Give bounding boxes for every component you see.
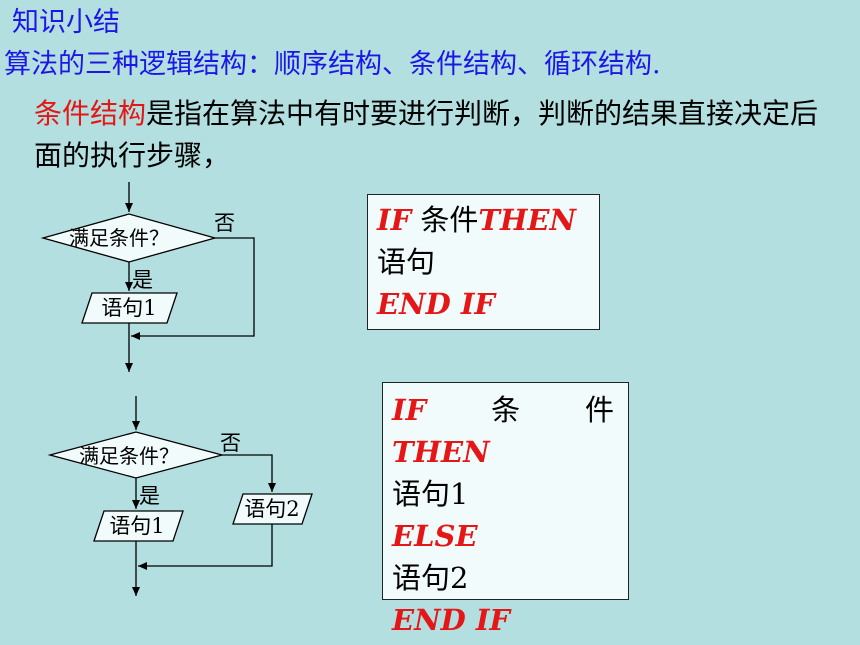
code1-statement: 语句: [377, 245, 436, 279]
code2-else-keyword: ELSE: [392, 519, 478, 553]
flowchart-2: 满足条件？ 否 语句2 是 语句1: [47, 396, 313, 596]
code2-if-keyword: IF: [392, 393, 427, 427]
flowchart-1: 满足条件？ 否 是 语句1: [40, 182, 255, 372]
fc2-statement2-text: 语句2: [244, 497, 299, 521]
code2-cond-part1: 条: [491, 393, 521, 427]
code-box-if-then-else: IF 条 件 THEN 语句1 ELSE 语句2 END IF: [382, 382, 629, 637]
code2-then-keyword: THEN: [392, 435, 490, 469]
fc2-condition-text: 满足条件？: [79, 444, 179, 468]
fc2-yes-label: 是: [139, 484, 160, 508]
fc1-no-label: 否: [214, 211, 235, 235]
code1-end-if: END IF: [377, 287, 496, 321]
code-box-if-then: IF 条件THEN 语句 END IF: [367, 194, 600, 330]
fc1-no-branch: [131, 237, 255, 340]
fc2-no-branch: [222, 454, 276, 492]
code2-statement1: 语句1: [392, 477, 469, 511]
code2-statement2: 语句2: [392, 561, 469, 595]
code1-then-keyword: THEN: [478, 203, 576, 237]
fc2-statement2-box: [232, 493, 313, 525]
code1-line-if: IF 条件THEN: [377, 199, 599, 241]
fc2-statement1-box: [93, 510, 184, 542]
description-highlight: 条件结构: [34, 97, 147, 130]
code1-condition: 条件: [420, 203, 479, 237]
code1-if-keyword: IF: [377, 203, 412, 237]
slide-title: 知识小结: [12, 7, 120, 38]
description-text: 是指在算法中有时要进行判断，判断的结果直接决定后面的执行步骤，: [34, 97, 819, 172]
fc2-merge-line: [138, 524, 273, 570]
fc2-no-label: 否: [220, 431, 241, 455]
fc2-statement1-text: 语句1: [109, 514, 164, 538]
fc1-statement-box: [81, 292, 178, 324]
code2-line-if: IF 条 件: [392, 389, 614, 431]
code2-cond-part2: 件: [584, 393, 614, 427]
description: 条件结构是指在算法中有时要进行判断，判断的结果直接决定后面的执行步骤，: [34, 93, 824, 177]
fc1-yes-label: 是: [132, 268, 153, 292]
code2-end-if: END IF: [392, 603, 511, 637]
fc1-statement-text: 语句1: [101, 296, 156, 320]
slide-subtitle: 算法的三种逻辑结构：顺序结构、条件结构、循环结构.: [4, 49, 661, 80]
fc1-condition-text: 满足条件？: [69, 226, 169, 250]
